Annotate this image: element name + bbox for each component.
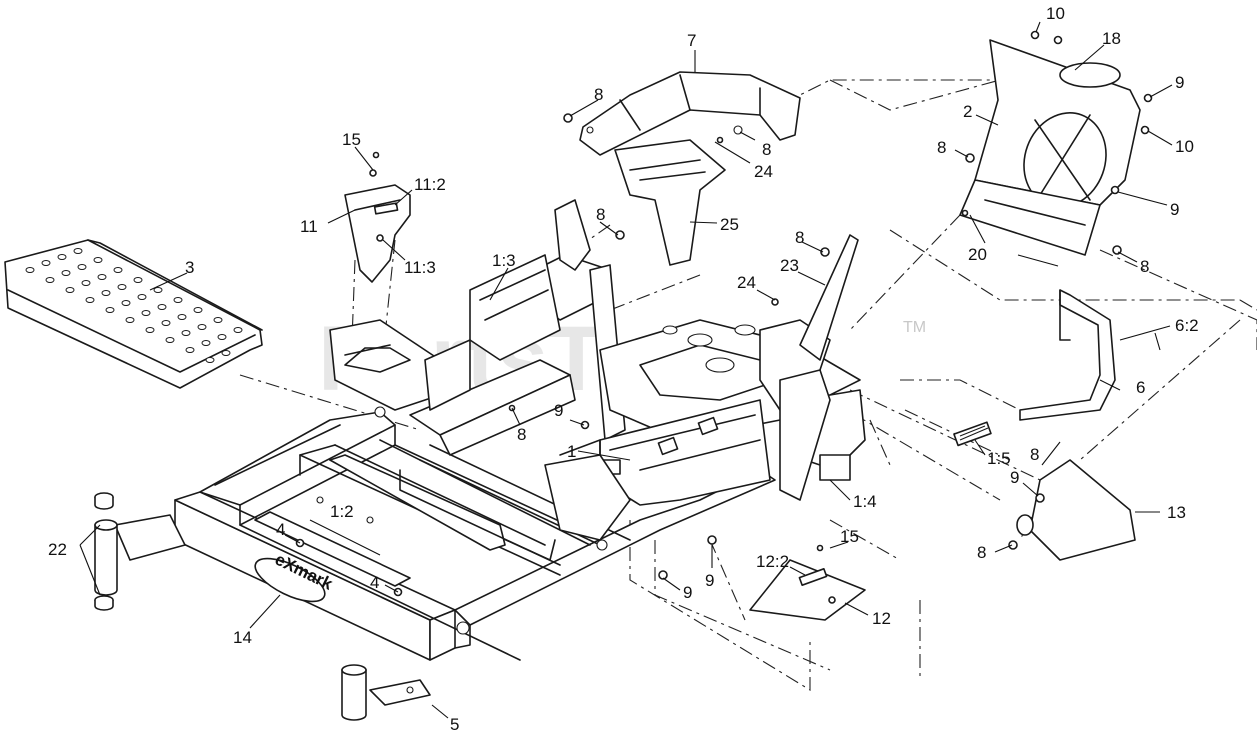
callout-label: 2	[963, 102, 972, 121]
decal-part-1-5	[953, 421, 992, 447]
callout-label: 14	[233, 628, 252, 647]
watermark-trademark: TM	[903, 319, 926, 336]
main-frame-part-1: eXmark	[174, 199, 866, 706]
step-plate-part-3	[4, 239, 263, 389]
callout-label: 10	[1046, 4, 1065, 23]
callout-label: 8	[795, 228, 804, 247]
caster-yoke-part-22	[94, 492, 186, 611]
callout-label: 9	[683, 583, 692, 602]
callout-label: 1:2	[330, 502, 354, 521]
cover-part-7	[563, 71, 801, 156]
callout-label: 23	[780, 256, 799, 275]
callout-label: 15	[342, 130, 361, 149]
plate-part-12	[749, 544, 866, 621]
rear-cover-part-2	[959, 30, 1153, 256]
callout-label: 18	[1102, 29, 1121, 48]
callout-label: 6	[1136, 378, 1145, 397]
callout-label: 22	[48, 540, 67, 559]
callout-label: 1	[567, 442, 576, 461]
callout-label: 8	[1140, 257, 1149, 276]
callout-label: 9	[705, 571, 714, 590]
callout-label: 8	[596, 205, 605, 224]
callout-label: 11:2	[414, 175, 446, 194]
callout-label: 8	[594, 85, 603, 104]
callout-label: 4	[370, 573, 379, 592]
hardware-bolts	[508, 404, 717, 580]
callout-leaders	[79, 21, 1173, 719]
callout-label: 8	[762, 140, 771, 159]
callout-label: 24	[754, 162, 773, 181]
callout-label: 11:3	[404, 258, 436, 277]
callout-label: 9	[1010, 468, 1019, 487]
callout-label: 9	[554, 401, 563, 420]
caster-tube	[341, 669, 367, 721]
callout-label: 9	[1175, 73, 1184, 92]
callout-label: 8	[517, 425, 526, 444]
callout-label: 6:2	[1175, 316, 1199, 335]
callout-label: 1:3	[492, 251, 516, 270]
callout-label: 8	[937, 138, 946, 157]
callout-label: 8	[977, 543, 986, 562]
callout-label: 3	[185, 258, 194, 277]
callout-label: 1:5	[987, 449, 1011, 468]
callout-label: 7	[687, 31, 696, 50]
callout-label: 8	[1030, 445, 1039, 464]
callout-label: 24	[737, 273, 756, 292]
bracket-part-25	[614, 136, 726, 266]
callout-label: 11	[300, 217, 318, 236]
exmark-logo-icon	[254, 557, 326, 603]
callout-label: 5	[450, 715, 459, 734]
callout-label: 12	[872, 609, 891, 628]
callout-label: 1:4	[853, 492, 877, 511]
support-part-23	[771, 234, 859, 501]
callout-label: 13	[1167, 503, 1186, 522]
callout-label: 12:2	[756, 552, 789, 571]
callout-labels: 7 10 18 9 2 10 8 8 24 8 9 15 11:2 11 11:…	[48, 4, 1199, 734]
bumper-bracket-part-6	[1019, 289, 1116, 421]
bracket-part-11	[344, 151, 411, 283]
callout-label: 9	[1170, 200, 1179, 219]
callout-label: 20	[968, 245, 987, 264]
callout-label: 10	[1175, 137, 1194, 156]
rear-bumper-part-13	[1008, 459, 1136, 561]
callout-label: 4	[276, 520, 285, 539]
callout-label: 15	[840, 527, 859, 546]
callout-label: 25	[720, 215, 739, 234]
